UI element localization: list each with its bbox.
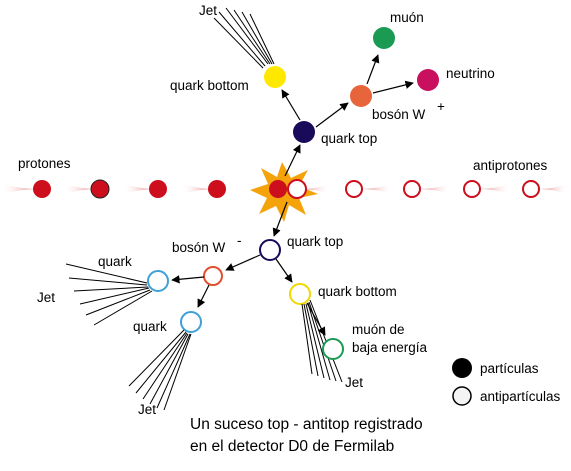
label-quark-top: quark top [321, 131, 377, 146]
bottom-quark-particle [264, 66, 286, 88]
legend-particles-label: partículas [480, 361, 539, 376]
label-protons: protones [18, 156, 71, 171]
proton-particle [33, 180, 51, 198]
antiproton-beam [300, 180, 568, 198]
low-energy-muon-arrow [306, 302, 326, 336]
antiproton-particle [403, 180, 421, 198]
bottom-jet-tracks [213, 7, 275, 69]
muon-particle [373, 27, 395, 49]
low-energy-muon-particle [322, 338, 344, 360]
caption-line-2: en el detector D0 de Fermilab [190, 438, 394, 455]
quark-2-jet-tracks [128, 329, 192, 411]
label-quark-1: quark [98, 254, 132, 269]
w-plus-arrow [315, 102, 349, 128]
w-minus-arrow [225, 254, 261, 271]
antiproton-particle [522, 180, 540, 198]
antitop-quark-arrow [272, 201, 288, 237]
top-quark-particle [293, 121, 315, 143]
top-decay-chain [213, 7, 439, 177]
label-quark-bottom-top: quark bottom [170, 78, 249, 93]
proton-trail [123, 184, 155, 194]
proton-beam [2, 179, 226, 199]
quark-1-particle [147, 270, 169, 292]
label-antiprotons: antiprotones [473, 158, 548, 173]
antiproton-trail [540, 184, 568, 194]
label-low-energy-muon-2: baja energía [352, 340, 428, 355]
antiproton-particle [463, 180, 481, 198]
collision-point [250, 162, 318, 222]
anti-bottom-arrow [275, 258, 293, 283]
quark-2-arrow [197, 284, 210, 308]
legend: partículas antipartículas [452, 358, 561, 406]
legend-antiparticles-label: antipartículas [480, 389, 561, 404]
top-quark-arrow [284, 144, 301, 177]
proton-particle [208, 180, 226, 198]
antiproton-particle [345, 180, 363, 198]
label-muon: muón [390, 10, 424, 25]
muon-arrow [366, 54, 380, 85]
proton-trail [2, 184, 38, 194]
antiproton-trail [480, 184, 510, 194]
label-jet-left: Jet [37, 290, 55, 305]
label-anti-quark-bottom: quark bottom [318, 284, 397, 299]
label-boson-w-minus-sign: - [237, 233, 242, 248]
label-antiquark-top: quark top [287, 234, 343, 249]
particle-labels: protones antiprotones Jet quark bottom m… [18, 3, 548, 417]
label-boson-w-plus: bosón W [372, 107, 426, 122]
bottom-quark-arrow [281, 89, 301, 121]
legend-particle-icon [452, 358, 472, 378]
antiproton-trail [362, 184, 392, 194]
w-minus-boson-particle [203, 266, 223, 286]
proton-particle [149, 180, 167, 198]
quark-2-particle [180, 311, 202, 333]
proton-trail [182, 184, 214, 194]
caption-line-1: Un suceso top - antitop registrado [190, 416, 423, 433]
label-quark-2: quark [133, 319, 167, 334]
antiproton-trail [420, 184, 450, 194]
neutrino-arrow [372, 80, 414, 94]
caption: Un suceso top - antitop registrado en el… [190, 416, 423, 455]
quark-1-jet-tracks [65, 263, 153, 326]
label-boson-w-plus-sign: + [437, 99, 445, 114]
label-boson-w-minus: bosón W [172, 240, 226, 255]
legend-antiparticle-icon [452, 386, 472, 406]
label-jet-top: Jet [199, 3, 217, 18]
quark-1-arrow [171, 275, 205, 284]
label-jet-bottom-left: Jet [138, 402, 156, 417]
w-plus-boson-particle [350, 85, 372, 107]
proton-particle [90, 179, 110, 199]
label-jet-bottom-right: Jet [345, 375, 363, 390]
antiproton-trail [300, 184, 330, 194]
antitop-decay-chain [65, 201, 344, 411]
antitop-quark-particle [259, 239, 281, 261]
collision-proton [269, 180, 287, 198]
neutrino-particle [417, 69, 439, 91]
anti-bottom-quark-particle [289, 283, 311, 305]
proton-trail [64, 184, 97, 194]
label-low-energy-muon-1: muón de [352, 322, 405, 337]
label-neutrino: neutrino [446, 66, 495, 81]
collision-antiproton [287, 179, 307, 199]
